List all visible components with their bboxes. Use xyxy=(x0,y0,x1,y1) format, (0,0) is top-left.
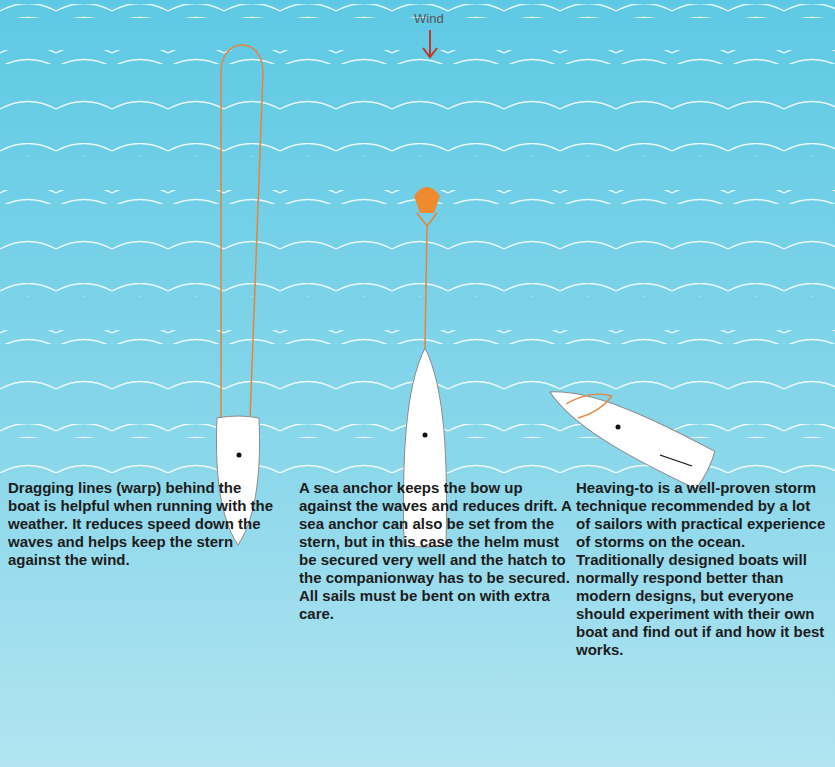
wave-line xyxy=(0,96,835,110)
hove-to-boat xyxy=(540,373,717,491)
wave-line xyxy=(0,143,835,157)
anchor-rode xyxy=(425,226,427,348)
mast-dot xyxy=(237,453,242,458)
tiller xyxy=(660,455,692,466)
sail-sheet xyxy=(566,394,612,404)
wind-label: Wind xyxy=(414,11,464,26)
mast-dot xyxy=(423,433,428,438)
wave-line xyxy=(0,330,835,344)
arrow-shaft xyxy=(429,30,431,56)
caption-text: Dragging lines (warp) behind the boat is… xyxy=(8,479,276,569)
sea-anchor xyxy=(414,187,440,213)
wave-line xyxy=(0,237,835,251)
caption-text: A sea anchor keeps the bow up against th… xyxy=(299,479,575,623)
warp-boat xyxy=(216,45,263,545)
mast-dot xyxy=(616,425,621,430)
warp-line xyxy=(221,45,263,421)
arrow-head xyxy=(423,48,437,57)
boat-hull xyxy=(540,373,717,491)
sail-sheet xyxy=(578,396,612,418)
caption-text: Heaving-to is a well-proven storm techni… xyxy=(576,479,828,659)
wave-line xyxy=(0,283,835,297)
wave-line xyxy=(0,50,835,64)
anchor-bridle xyxy=(417,213,437,226)
wind-arrow xyxy=(423,30,437,57)
